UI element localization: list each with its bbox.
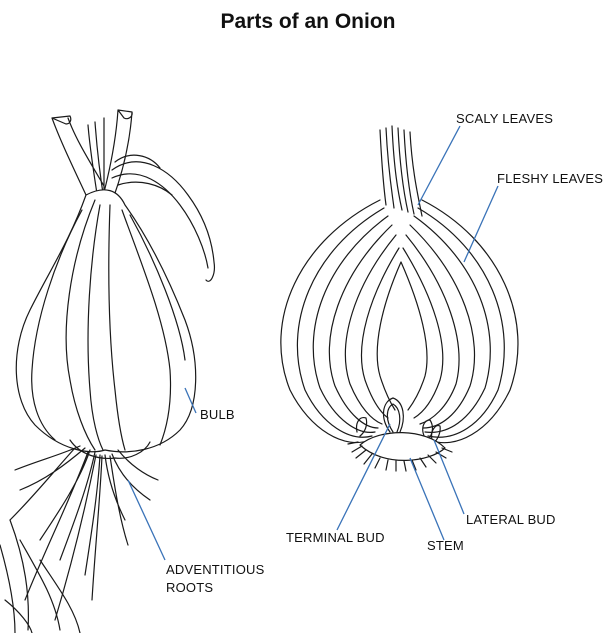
leader-bulb — [184, 387, 197, 414]
dry-leaf — [111, 161, 215, 282]
bulb-base — [69, 439, 151, 460]
stem-disc — [359, 432, 446, 461]
label-fleshy-leaves: FLESHY LEAVES — [497, 171, 604, 186]
label-adventitious-roots-line2: ROOTS — [166, 580, 214, 595]
diagram-title: Parts of an Onion — [220, 10, 396, 33]
lateral-bud-shape — [355, 417, 441, 443]
label-scaly-leaves: SCALY LEAVES — [456, 111, 554, 126]
section-neck — [379, 125, 423, 217]
leader-adventitious-roots — [127, 479, 166, 561]
section-roots — [347, 441, 453, 472]
bulb-lines — [31, 199, 186, 451]
leader-stem — [409, 457, 445, 541]
leader-lines — [127, 125, 499, 561]
fleshy-leaf-layer — [280, 199, 519, 444]
label-bulb: BULB — [200, 407, 235, 422]
label-lateral-bud: LATERAL BUD — [466, 512, 556, 527]
whole-onion-illustration — [0, 109, 215, 633]
leader-fleshy-leaves — [463, 185, 499, 263]
leader-scaly-leaves — [417, 125, 461, 206]
roots — [9, 445, 159, 621]
leader-lateral-bud — [433, 439, 465, 515]
leader-terminal-bud — [336, 423, 391, 531]
label-terminal-bud: TERMINAL BUD — [286, 530, 385, 545]
label-adventitious-roots-line1: ADVENTITIOUS — [166, 562, 265, 577]
onion-neck — [51, 109, 133, 201]
terminal-bud-shape — [383, 397, 404, 433]
label-stem: STEM — [427, 538, 464, 553]
onion-cross-section — [280, 125, 519, 472]
